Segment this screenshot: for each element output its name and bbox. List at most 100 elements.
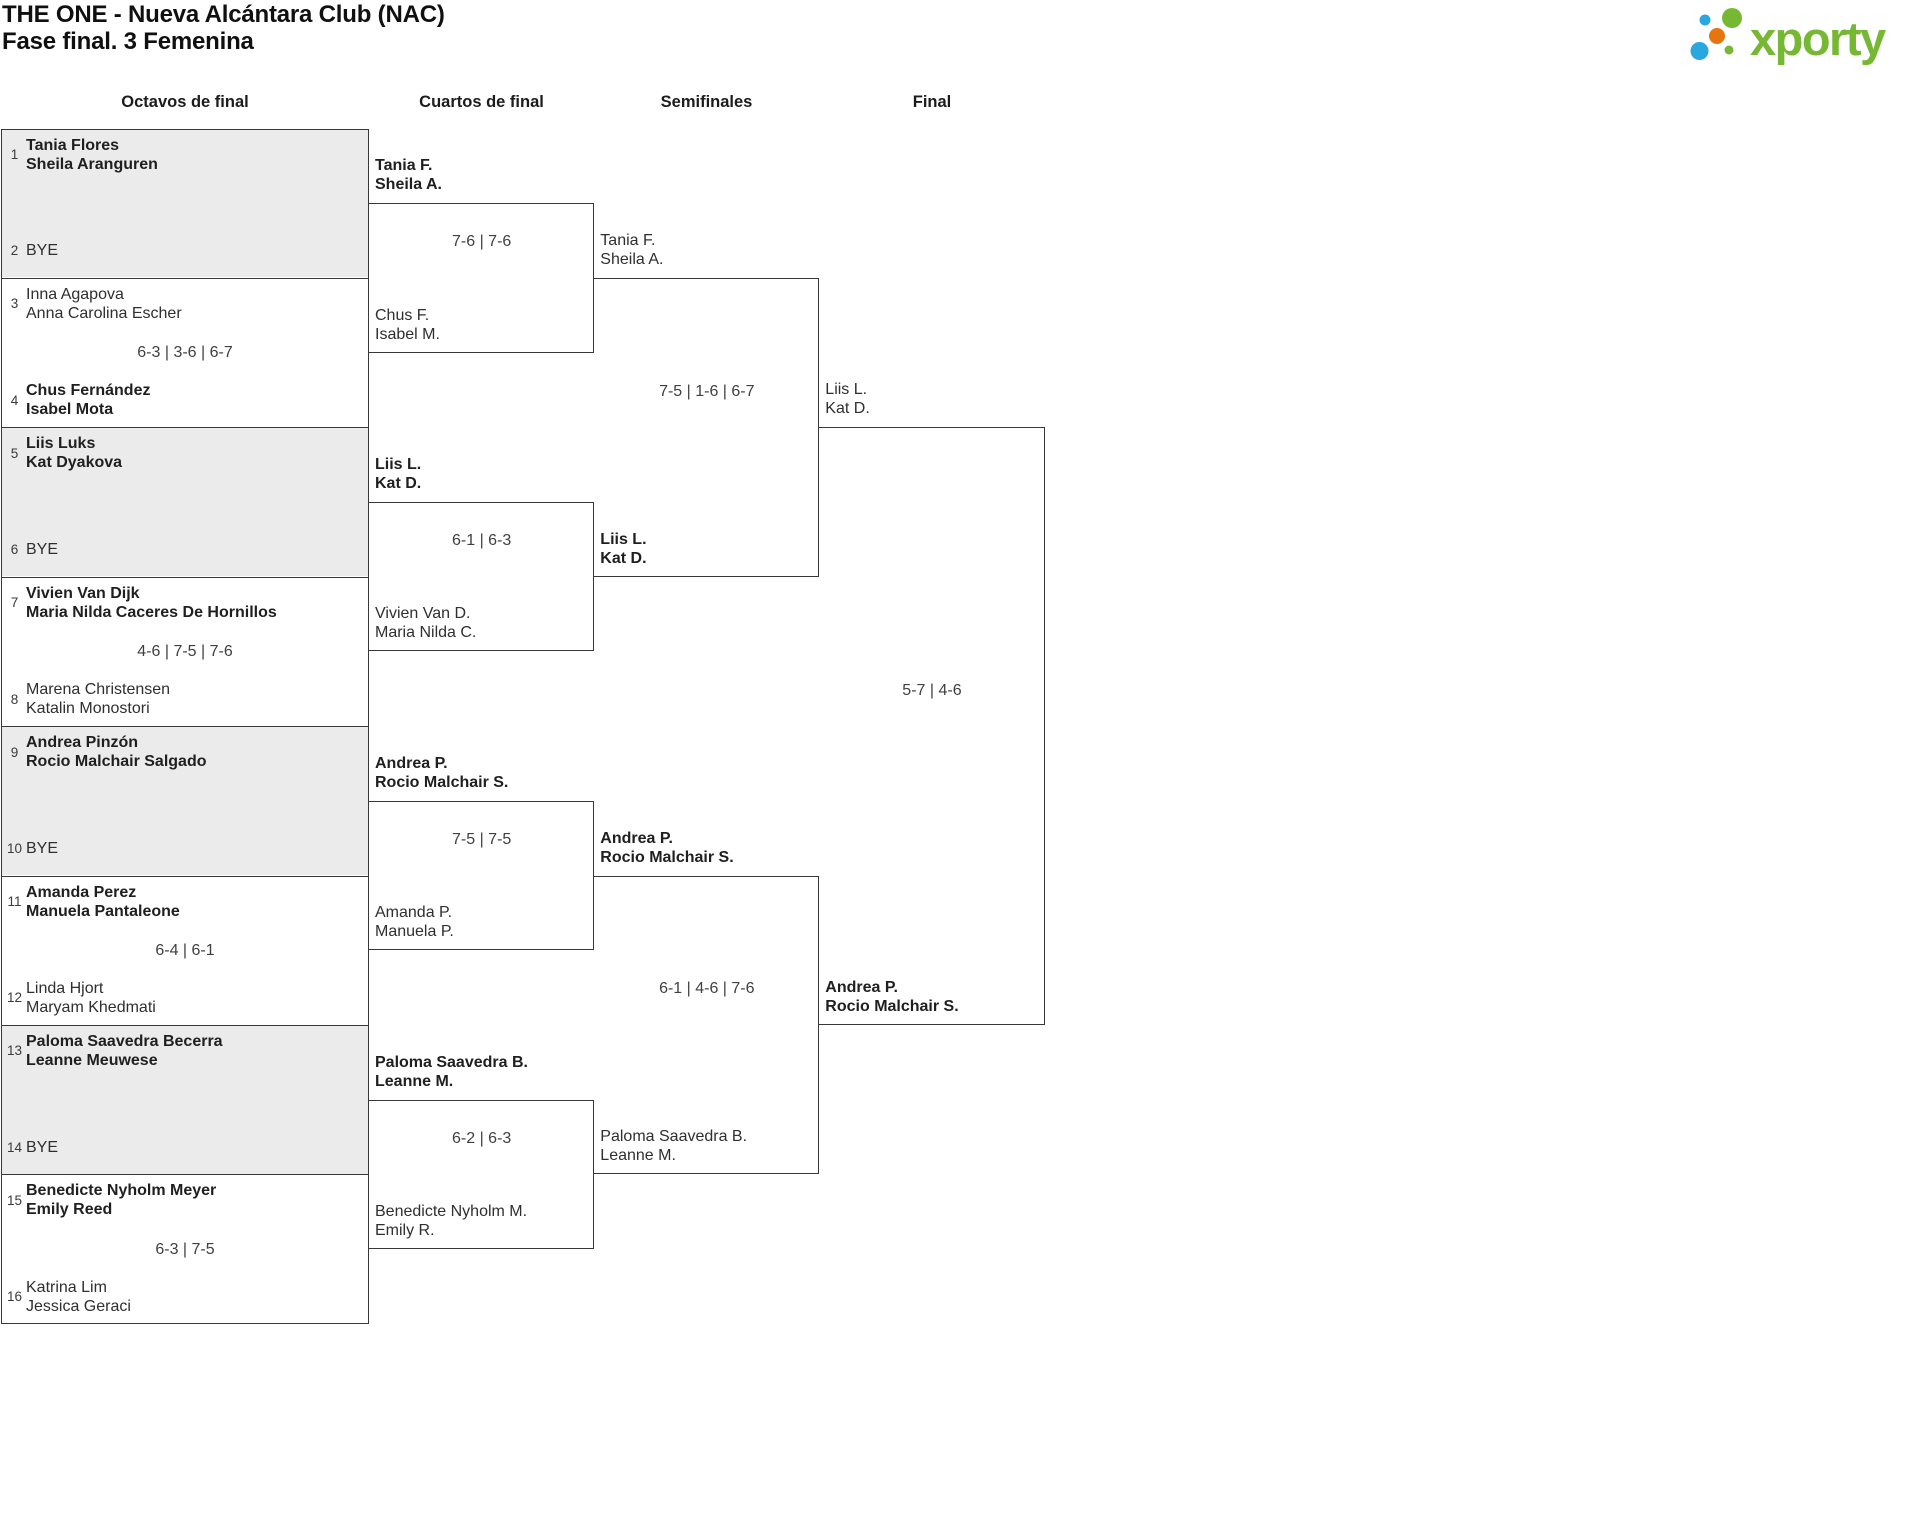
team-name: Amanda Perez — [26, 883, 137, 901]
seed-number: 9 — [10, 744, 19, 760]
team-name: Maria Nilda Caceres De Hornillos — [26, 603, 277, 621]
seed-number: 16 — [6, 1289, 23, 1305]
team-name: Paloma Saavedra B. — [600, 1128, 748, 1146]
match-score: 6-2 | 6-3 — [452, 1129, 512, 1147]
bye-match-background — [2, 727, 368, 875]
match-divider-line — [1, 875, 370, 877]
team-name: Liis L. — [600, 530, 647, 548]
match-score: 6-1 | 6-3 — [452, 532, 512, 550]
team-name: Rocio Malchair S. — [825, 997, 959, 1015]
team-names: BYE — [26, 1128, 58, 1166]
round-header-cuartos: Cuartos de final — [419, 93, 544, 111]
advancing-team: Andrea P.Rocio Malchair S. — [375, 754, 508, 792]
team-name: Andrea P. — [825, 978, 898, 996]
seed-number: 6 — [10, 542, 19, 558]
advancing-team: Chus F.Isabel M. — [375, 306, 440, 344]
team-name: Sheila Aranguren — [26, 155, 158, 173]
team-name: Isabel Mota — [26, 401, 114, 419]
seed-number: 15 — [6, 1192, 23, 1208]
team-name: Kat D. — [825, 400, 870, 418]
team-name: Leanne M. — [375, 1072, 454, 1090]
advancing-team: Benedicte Nyholm M.Emily R. — [375, 1202, 527, 1240]
team-name: Jessica Geraci — [26, 1297, 131, 1315]
advancing-team: Vivien Van D.Maria Nilda C. — [375, 604, 476, 642]
team-name: Liis L. — [375, 456, 422, 473]
page-title: THE ONE - Nueva Alcántara Club (NAC) Fas… — [2, 1, 445, 55]
team-name: Isabel M. — [375, 325, 440, 343]
team-name: Sheila A. — [375, 176, 442, 194]
seed-number: 7 — [10, 595, 19, 611]
team-name: Andrea Pinzón — [26, 734, 139, 752]
bye-match-background — [2, 129, 368, 278]
team-name: Andrea P. — [600, 829, 673, 847]
team-name: Katrina Lim — [26, 1278, 107, 1296]
advancing-team: Liis L.Kat D. — [825, 380, 869, 418]
team-name: Chus Fernández — [26, 382, 151, 400]
match-score: 7-5 | 1-6 | 6-7 — [659, 382, 755, 400]
bye-match-background — [2, 428, 368, 577]
match-box-quarterfinal-3 — [369, 800, 595, 951]
logo-wordmark: xporty — [1750, 12, 1886, 65]
team-name: Kat Dyakova — [26, 454, 123, 472]
team-name: Rocio Malchair S. — [375, 773, 509, 791]
match-score: 6-3 | 3-6 | 6-7 — [137, 344, 233, 362]
team-name: Marena Christensen — [26, 681, 171, 699]
team-name: Paloma Saavedra B. — [375, 1053, 528, 1071]
match-divider-line — [1, 1174, 370, 1176]
team-name: Liis Luks — [26, 435, 96, 453]
team-name: Emily R. — [375, 1222, 435, 1239]
advancing-team: Andrea P.Rocio Malchair S. — [825, 978, 958, 1016]
advancing-team: Amanda P.Manuela P. — [375, 903, 454, 941]
match-score: 6-3 | 7-5 — [155, 1240, 215, 1258]
logo-dots-icon — [1690, 8, 1742, 60]
team-name: Sheila A. — [600, 250, 664, 268]
seed-number: 13 — [6, 1043, 23, 1059]
seed-number: 8 — [10, 691, 19, 707]
team-name: Manuela P. — [375, 923, 454, 941]
team-name: Vivien Van Dijk — [26, 584, 140, 602]
team-name: Leanne Meuwese — [26, 1051, 158, 1069]
xporty-logo: xporty — [1690, 8, 1888, 65]
bye-label: BYE — [26, 840, 59, 857]
match-box-quarterfinal-1 — [369, 203, 595, 353]
team-name: Vivien Van D. — [375, 605, 471, 623]
team-names: BYE — [26, 232, 58, 270]
team-name: Rocio Malchair S. — [600, 848, 734, 866]
advancing-team: Paloma Saavedra B.Leanne M. — [375, 1053, 528, 1091]
team-name: Tania F. — [375, 157, 433, 175]
round-header-final: Final — [912, 93, 952, 111]
round-header-octavos: Octavos de final — [121, 93, 249, 111]
team-name: Andrea P. — [375, 754, 448, 772]
bye-match-background — [2, 1025, 368, 1174]
seed-number: 11 — [7, 894, 22, 909]
match-score: 6-1 | 4-6 | 7-6 — [659, 980, 755, 998]
seed-number: 3 — [10, 296, 19, 312]
team-name: Liis L. — [825, 381, 868, 399]
match-divider-line — [1, 1024, 370, 1026]
match-divider-line — [1, 427, 370, 429]
team-name: Amanda P. — [375, 904, 453, 922]
team-name: Emily Reed — [26, 1201, 113, 1219]
team-name: Paloma Saavedra Becerra — [26, 1032, 223, 1050]
match-score: 6-4 | 6-1 — [155, 941, 215, 959]
match-score: 4-6 | 7-5 | 7-6 — [137, 642, 233, 660]
